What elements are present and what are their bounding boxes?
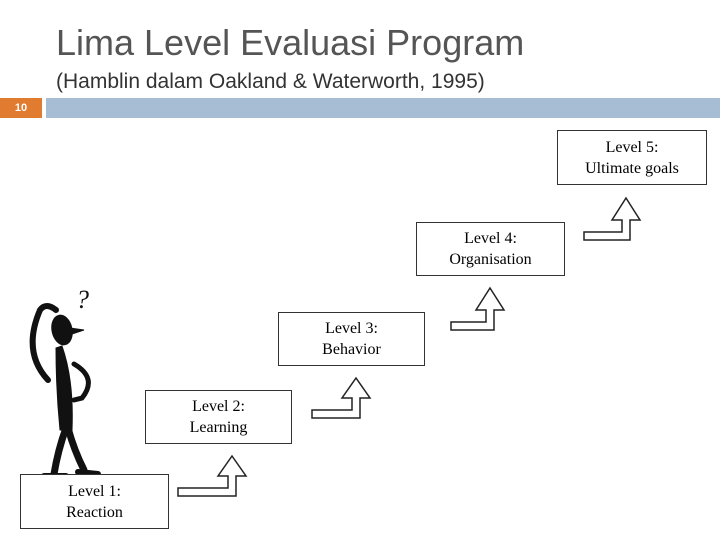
step-arrow-3-icon — [451, 288, 504, 330]
level-label: Level 2: — [192, 396, 245, 417]
level-box-3: Level 3: Behavior — [278, 312, 425, 366]
level-label: Level 4: — [464, 228, 517, 249]
step-arrow-2-icon — [312, 378, 370, 418]
level-text: Organisation — [449, 249, 531, 270]
level-label: Level 3: — [325, 318, 378, 339]
level-text: Reaction — [66, 502, 123, 523]
level-label: Level 5: — [606, 137, 659, 158]
level-box-4: Level 4: Organisation — [416, 222, 565, 276]
level-text: Ultimate goals — [585, 158, 679, 179]
step-arrow-4-icon — [584, 198, 640, 240]
level-text: Behavior — [322, 339, 381, 360]
level-label: Level 1: — [68, 481, 121, 502]
level-box-2: Level 2: Learning — [145, 390, 292, 444]
thinking-person-icon — [33, 306, 98, 476]
step-arrow-1-icon — [178, 456, 246, 496]
level-text: Learning — [190, 417, 248, 438]
level-box-5: Level 5: Ultimate goals — [557, 130, 707, 185]
level-box-1: Level 1: Reaction — [20, 474, 169, 529]
question-mark: ? — [76, 285, 89, 314]
